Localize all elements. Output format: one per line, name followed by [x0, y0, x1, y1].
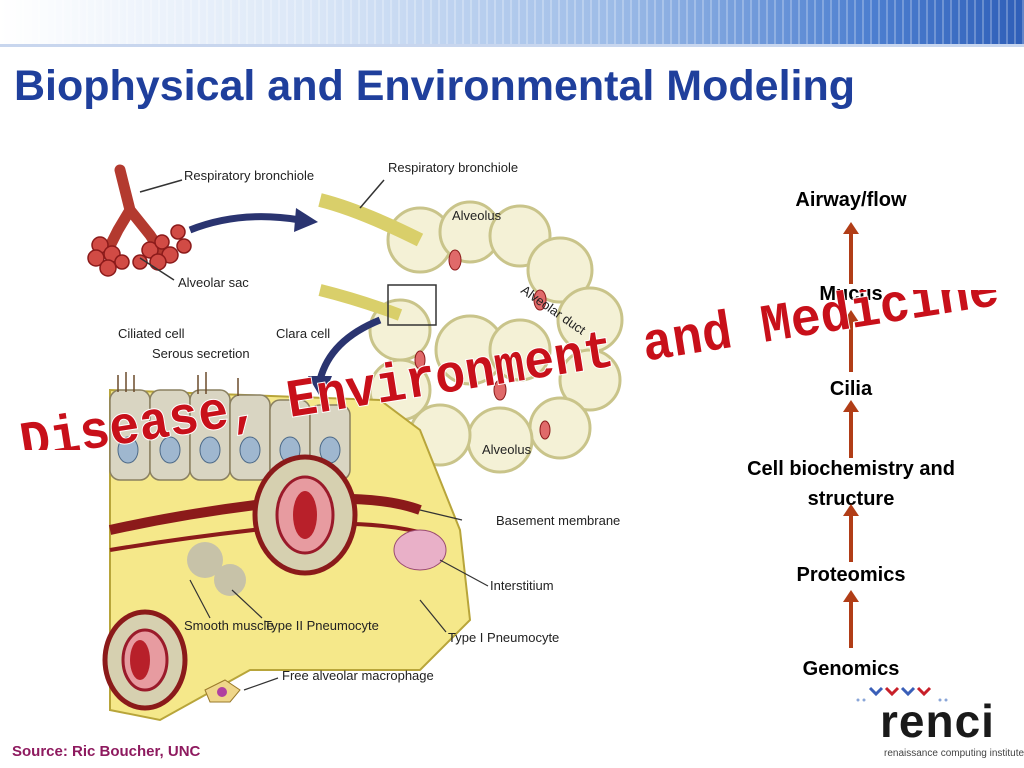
arrow-up-1 — [843, 222, 859, 284]
label-alveolar-sac: Alveolar sac — [178, 275, 249, 290]
lung-anatomy-diagram: Respiratory bronchiole Respiratory bronc… — [87, 160, 624, 722]
label-type-i-pneumocyte: Type I Pneumocyte — [448, 630, 559, 645]
overlay-banner: Disease, Environment and Medicine — [15, 290, 1004, 450]
level-mucus: Mucus — [819, 283, 883, 305]
header-banner — [0, 0, 1024, 44]
level-cilia: Cilia — [829, 378, 873, 400]
label-free-alveolar-macrophage: Free alveolar macrophage — [282, 668, 434, 683]
level-genomics: Genomics — [802, 658, 900, 680]
renci-logo: renci renaissance computing institute — [850, 684, 1024, 764]
level-proteomics: Proteomics — [796, 564, 906, 586]
label-serous-secretion: Serous secretion — [152, 346, 250, 361]
overlay-text: Disease, Environment and Medicine — [16, 290, 1003, 450]
source-credit: Source: Ric Boucher, UNC — [12, 743, 201, 760]
label-ciliated-cell: Ciliated cell — [118, 326, 185, 341]
arrow-up-5 — [843, 590, 859, 648]
label-clara-cell: Clara cell — [276, 326, 330, 341]
label-alveolus-2: Alveolus — [482, 442, 532, 457]
level-cell-biochemistry: Cell biochemistry and structure — [747, 458, 955, 510]
logo-tagline: renaissance computing institute — [884, 748, 1024, 759]
label-respiratory-bronchiole-1: Respiratory bronchiole — [184, 168, 314, 183]
tissue-cross-section-illustration — [102, 372, 472, 722]
logo-word: renci — [880, 695, 995, 747]
label-smooth-muscle: Smooth muscle — [184, 618, 274, 633]
renci-logo-mark — [856, 686, 948, 702]
bronchiole-tree-illustration — [87, 164, 192, 281]
label-type-ii-pneumocyte: Type II Pneumocyte — [264, 618, 379, 633]
arrow-up-4 — [843, 504, 859, 562]
level-airway-flow: Airway/flow — [795, 189, 907, 211]
label-alveolus-1: Alveolus — [452, 208, 502, 223]
label-basement-membrane: Basement membrane — [496, 513, 620, 528]
arrow-up-2 — [843, 310, 859, 372]
header-divider — [0, 44, 1024, 47]
slide-title: Biophysical and Environmental Modeling — [14, 62, 855, 110]
arrow-up-3 — [843, 400, 859, 458]
label-interstitium: Interstitium — [490, 578, 554, 593]
label-respiratory-bronchiole-2: Respiratory bronchiole — [388, 160, 518, 175]
